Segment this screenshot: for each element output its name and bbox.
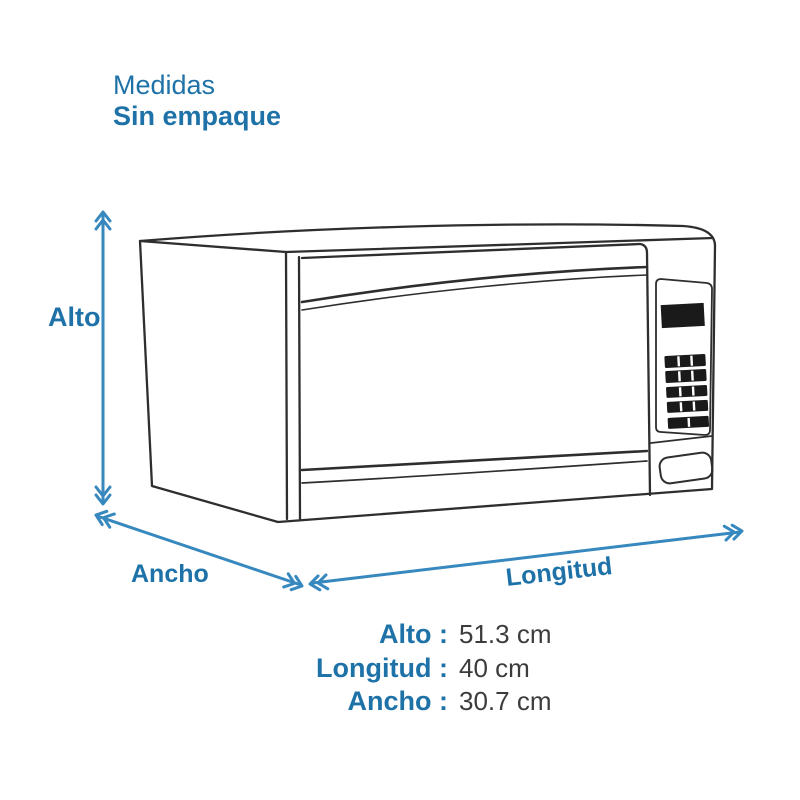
microwave-illustration [138, 223, 717, 524]
dimension-label-alto: Alto [48, 302, 101, 332]
door-open-button-outline [658, 451, 714, 485]
figure-title: Medidas [113, 70, 216, 100]
figure-title-block: Medidas Sin empaque [113, 70, 281, 132]
display-screen [660, 302, 705, 329]
spec-row-ancho: Ancho : 30.7 cm [230, 685, 552, 719]
keypad-row [664, 353, 706, 368]
keypad-row [666, 399, 709, 413]
spec-label: Ancho : [347, 686, 449, 716]
keypad-row [666, 384, 708, 398]
keypad-row [665, 368, 707, 383]
spec-label: Alto : [379, 619, 448, 649]
control-panel [660, 302, 710, 429]
alto-arrow-icon [94, 210, 112, 506]
spec-value: 51.3 cm [459, 619, 552, 649]
spec-row-alto: Alto : 51.3 cm [230, 618, 552, 652]
spec-value: 30.7 cm [459, 686, 552, 716]
figure-subtitle: Sin empaque [113, 101, 282, 131]
ancho-arrow-icon [94, 509, 304, 592]
spec-label: Longitud : [316, 652, 448, 683]
spec-row-longitud: Longitud : 40 cm [230, 652, 552, 686]
dimension-label-ancho: Ancho [131, 560, 209, 588]
spec-value: 40 cm [459, 652, 530, 683]
dimension-specs-list: Alto : 51.3 cm Longitud : 40 cm Ancho : … [230, 618, 552, 719]
longitud-arrow-icon [308, 523, 744, 592]
